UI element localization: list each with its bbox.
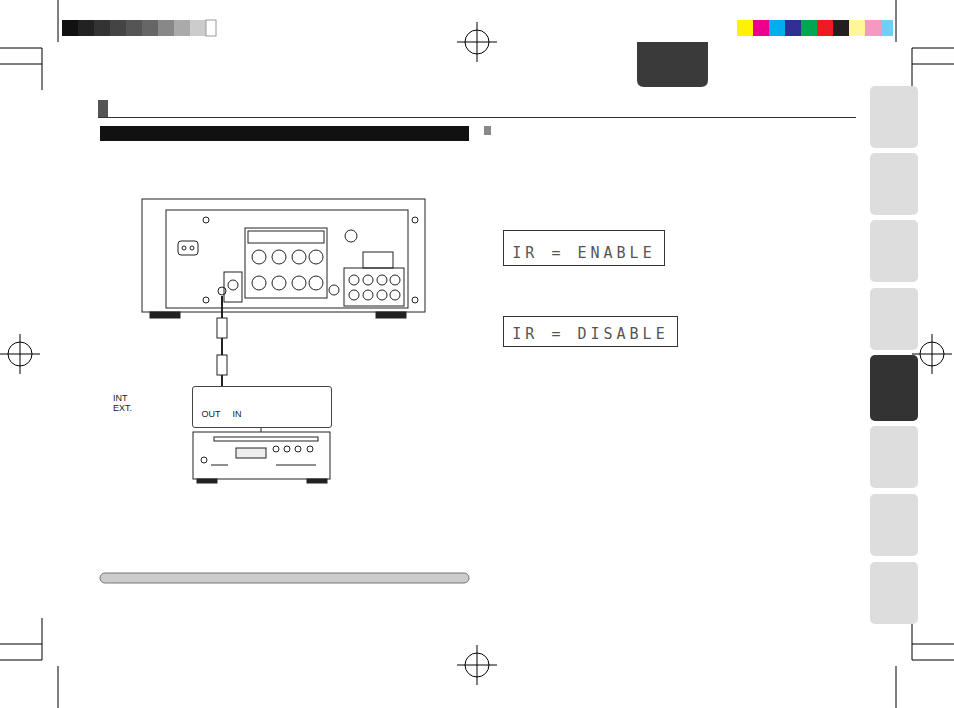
note-bar [100, 573, 469, 583]
section-rule [98, 117, 856, 118]
jack-label: EXT. [113, 403, 132, 413]
section-marker [98, 100, 108, 117]
display-text: IR = DISABLE [512, 325, 668, 343]
cd-player [193, 432, 330, 483]
side-tabs [870, 86, 918, 624]
jack-label: INT [113, 393, 128, 403]
header-bar [100, 126, 469, 141]
cable [217, 296, 227, 387]
connector-callout: OUTININTEXT. [192, 386, 332, 428]
language-tab [637, 42, 708, 87]
jack-label: IN [233, 409, 242, 419]
rear-panel-unit [142, 199, 425, 318]
sub-marker [484, 126, 491, 135]
display-readout: IR = DISABLE [503, 316, 678, 347]
jack-label: OUT [202, 409, 221, 419]
display-readout: IR = ENABLE [503, 230, 665, 266]
display-text: IR = ENABLE [512, 244, 655, 262]
